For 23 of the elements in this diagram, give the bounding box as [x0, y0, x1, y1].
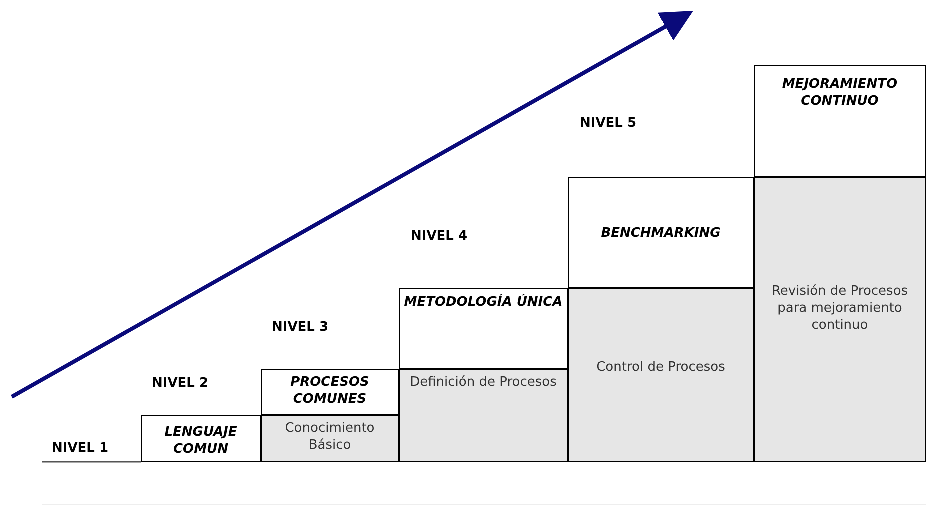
- level-label: NIVEL 1: [52, 440, 109, 458]
- stage-title: MEJORAMIENTO CONTINUO: [781, 76, 899, 110]
- level-label: NIVEL 2: [152, 375, 209, 393]
- stage-description-box: [754, 177, 926, 462]
- stage-title-box: [754, 65, 926, 177]
- stage-title-box: [261, 369, 399, 415]
- stage-title: BENCHMARKING: [600, 225, 722, 242]
- stage-description-box: [261, 415, 399, 462]
- stage-description-box: [568, 288, 754, 462]
- level-label: NIVEL 5: [580, 115, 637, 133]
- stage-description: Conocimiento Básico: [284, 420, 376, 454]
- stage-description-box: [399, 369, 568, 462]
- stage-title-box: [141, 415, 261, 462]
- stage-title: LENGUAJE COMUN: [164, 424, 238, 458]
- stage-title-box: [568, 177, 754, 288]
- stage-title: METODOLOGÍA ÚNICA: [403, 294, 564, 311]
- stage-description: Definición de Procesos: [409, 374, 558, 391]
- level-label: NIVEL 4: [411, 228, 468, 246]
- stage-title: PROCESOS COMUNES: [290, 374, 370, 408]
- stage-description: Revisión de Procesos para mejoramiento continuo: [770, 283, 910, 334]
- level-label: NIVEL 3: [272, 319, 329, 337]
- stage-description: Control de Procesos: [596, 359, 726, 376]
- stage-title-box: [399, 288, 568, 369]
